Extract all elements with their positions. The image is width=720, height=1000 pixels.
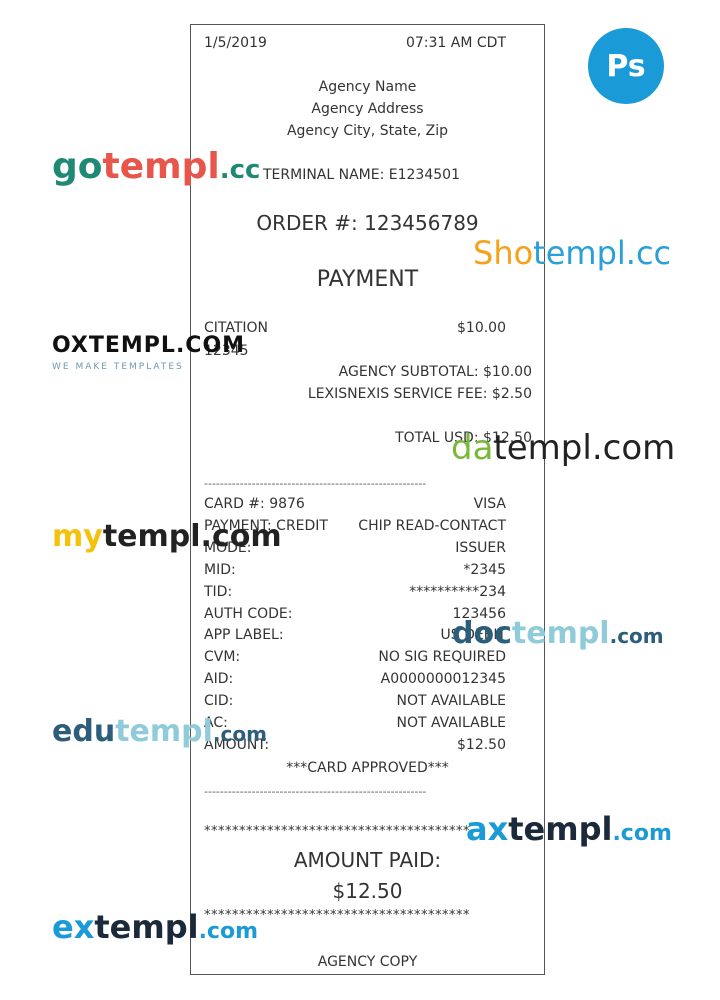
detail-label: MODE: bbox=[204, 540, 252, 556]
citation-label: CITATION bbox=[204, 320, 269, 336]
watermark-gotempl: gotempl.cc bbox=[52, 146, 260, 187]
watermark-extempl-part2: templ bbox=[94, 908, 199, 946]
detail-label: MID: bbox=[204, 562, 236, 578]
watermark-oxtempl-tagline: WE MAKE TEMPLATES bbox=[52, 362, 184, 372]
watermark-datempl-part3: .com bbox=[591, 428, 676, 468]
watermark-datempl: datempl.com bbox=[451, 428, 675, 468]
detail-label: PAYMENT: CREDIT bbox=[204, 518, 328, 534]
photoshop-badge-icon: Ps bbox=[588, 28, 664, 104]
watermark-mytempl-part3: .com bbox=[200, 519, 282, 554]
citation-number: 12345 bbox=[204, 343, 249, 359]
watermark-datempl-part2: templ bbox=[493, 428, 592, 468]
watermark-oxtempl-title: OXTEMPL.COM bbox=[52, 333, 246, 358]
receipt-time: 07:31 AM CDT bbox=[405, 35, 506, 51]
stars-top: ************************************** bbox=[204, 824, 470, 839]
card-approved: ***CARD APPROVED*** bbox=[286, 760, 449, 776]
agency-name: Agency Name bbox=[318, 79, 417, 95]
watermark-shotempl-part3: .cc bbox=[625, 234, 672, 272]
watermark-axtempl: axtempl.com bbox=[466, 810, 672, 848]
agency-city: Agency City, State, Zip bbox=[286, 123, 449, 139]
stars-bottom: ************************************** bbox=[204, 908, 470, 923]
detail-value: A0000000012345 bbox=[380, 671, 506, 687]
watermark-shotempl-part2: templ bbox=[533, 234, 626, 272]
watermark-extempl-part1: ex bbox=[52, 908, 95, 946]
watermark-mytempl-part1: my bbox=[52, 519, 103, 554]
amount-paid-label: AMOUNT PAID: bbox=[293, 848, 442, 872]
detail-value: **********234 bbox=[409, 584, 506, 600]
detail-value: 123456 bbox=[452, 606, 506, 622]
separator-top: ----------------------------------------… bbox=[204, 477, 427, 490]
detail-value: US DEBIT bbox=[440, 627, 507, 643]
detail-label: APP LABEL: bbox=[204, 627, 284, 643]
watermark-edutempl-part1: edu bbox=[52, 714, 116, 749]
watermark-shotempl: Shotempl.cc bbox=[473, 234, 671, 272]
detail-value: NOT AVAILABLE bbox=[396, 693, 506, 709]
detail-label: CARD #: 9876 bbox=[204, 496, 305, 512]
agency-address: Agency Address bbox=[311, 101, 424, 117]
detail-value: VISA bbox=[473, 496, 506, 512]
detail-value: CHIP READ-CONTACT bbox=[358, 518, 506, 534]
detail-label: AMOUNT: bbox=[204, 737, 270, 753]
watermark-gotempl-part2: templ bbox=[102, 146, 220, 187]
watermark-edutempl-part2: templ bbox=[115, 714, 213, 749]
payment-heading: PAYMENT bbox=[316, 267, 419, 292]
separator-bottom: ----------------------------------------… bbox=[204, 785, 427, 798]
watermark-edutempl: edutempl.com bbox=[52, 714, 267, 749]
watermark-doctempl-part1: doc bbox=[452, 616, 512, 651]
watermark-mytempl-part2: templ bbox=[102, 519, 201, 554]
detail-value: NOT AVAILABLE bbox=[396, 715, 506, 731]
watermark-extempl: extempl.com bbox=[52, 908, 258, 946]
watermark-doctempl-part3: .com bbox=[609, 624, 664, 648]
amount-paid-value: $12.50 bbox=[332, 879, 403, 903]
watermark-oxtempl: OXTEMPL.COM WE MAKE TEMPLATES bbox=[52, 333, 245, 372]
detail-value: NO SIG REQUIRED bbox=[378, 649, 506, 665]
watermark-gotempl-part1: go bbox=[52, 146, 103, 187]
watermark-axtempl-part3: .com bbox=[612, 821, 672, 846]
detail-value: ISSUER bbox=[455, 540, 506, 556]
watermark-mytempl: mytempl.com bbox=[52, 519, 282, 554]
watermark-shotempl-part1: Sho bbox=[473, 234, 534, 272]
citation-amount: $10.00 bbox=[457, 320, 506, 336]
detail-label: CID: bbox=[204, 693, 234, 709]
service-fee: LEXISNEXIS SERVICE FEE: $2.50 bbox=[307, 386, 532, 402]
receipt: 1/5/2019 07:31 AM CDT Agency Name Agency… bbox=[190, 24, 545, 975]
detail-value: *2345 bbox=[463, 562, 506, 578]
detail-label: AC: bbox=[204, 715, 228, 731]
watermark-gotempl-part3: .cc bbox=[219, 155, 261, 185]
detail-label: AID: bbox=[204, 671, 234, 687]
watermark-axtempl-part2: templ bbox=[508, 810, 613, 848]
agency-subtotal: AGENCY SUBTOTAL: $10.00 bbox=[338, 364, 532, 380]
watermark-doctempl: doctempl.com bbox=[452, 616, 664, 651]
total-usd: TOTAL USD: $12.50 bbox=[395, 430, 532, 446]
watermark-extempl-part3: .com bbox=[198, 919, 258, 944]
agency-copy-footer: AGENCY COPY bbox=[317, 954, 418, 970]
watermark-axtempl-part1: ax bbox=[466, 810, 509, 848]
receipt-date: 1/5/2019 bbox=[204, 35, 267, 51]
watermark-datempl-part1: da bbox=[451, 428, 494, 468]
order-number: ORDER #: 123456789 bbox=[256, 211, 479, 235]
detail-value: $12.50 bbox=[457, 737, 506, 753]
watermark-doctempl-part2: templ bbox=[511, 616, 610, 651]
terminal-name: TERMINAL NAME: E1234501 bbox=[263, 167, 460, 183]
detail-label: TID: bbox=[204, 584, 233, 600]
watermark-edutempl-part3: .com bbox=[212, 722, 267, 746]
detail-label: AUTH CODE: bbox=[204, 606, 293, 622]
detail-label: CVM: bbox=[204, 649, 241, 665]
